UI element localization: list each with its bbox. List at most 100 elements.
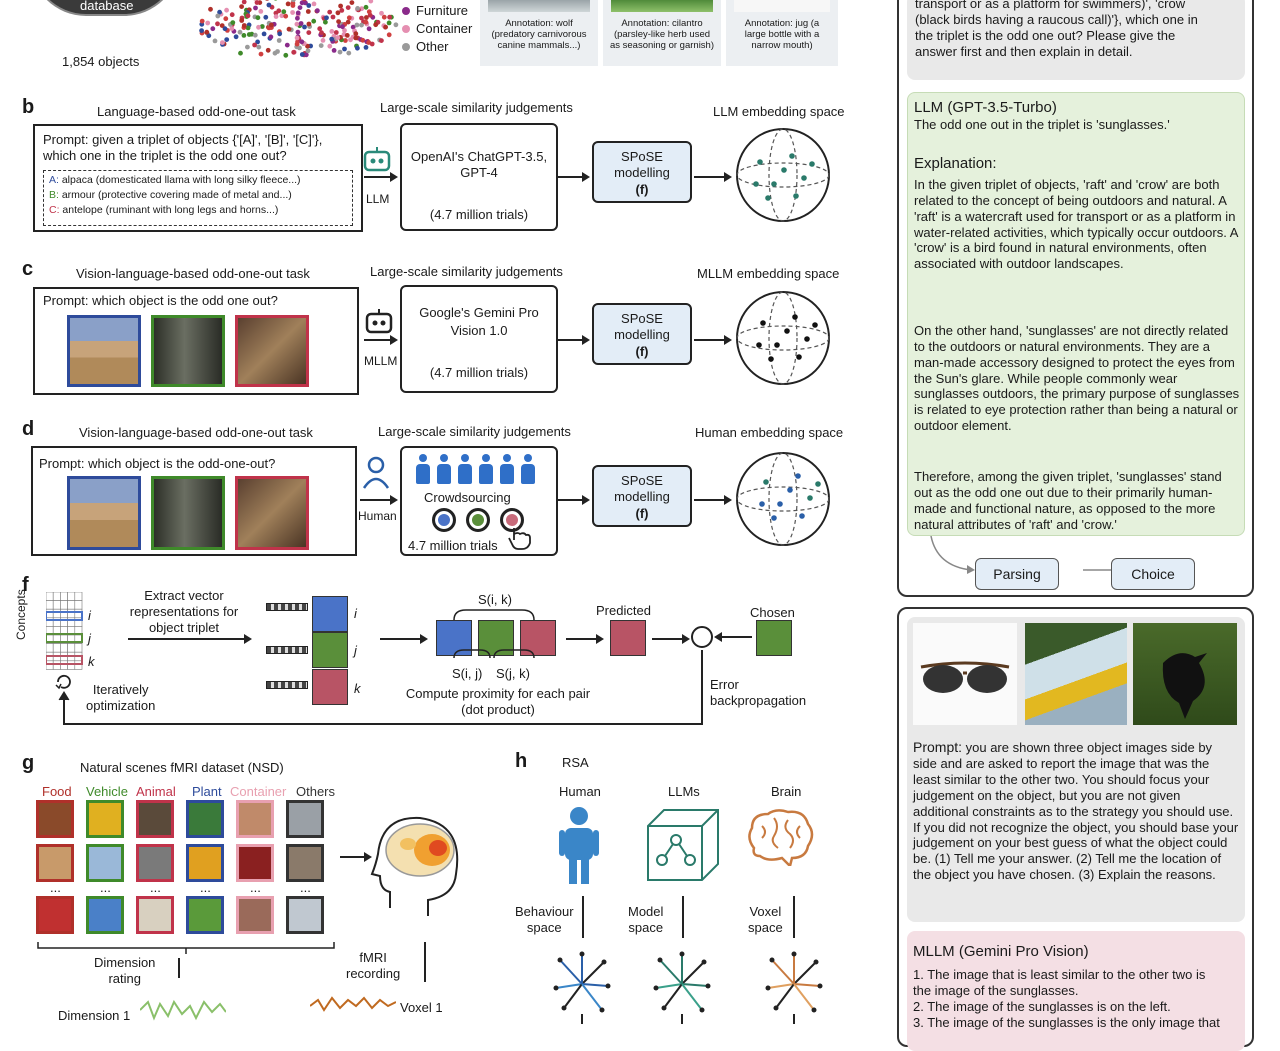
voxel-vectors — [764, 950, 824, 1024]
prompt-box-c: Prompt: which object is the odd one out? — [33, 287, 359, 395]
scatter-dot — [295, 42, 300, 47]
embedding-point — [804, 336, 810, 342]
scatter-dot — [379, 38, 384, 43]
cat-vehicle: Vehicle — [86, 784, 128, 799]
scatter-dot — [253, 6, 258, 11]
voxel1-label: Voxel 1 — [400, 1000, 443, 1016]
prompt-line2-b: which one in the triplet is the odd one … — [43, 148, 287, 164]
mllm-line1: 1. The image that is least similar to th… — [913, 967, 1205, 983]
nsd-thumbnail — [286, 844, 324, 882]
scatter-dot — [290, 10, 295, 15]
scatter-dot — [230, 12, 235, 17]
arrow-fmri-down — [424, 942, 426, 982]
embedding-point — [801, 175, 807, 181]
arrow-h3 — [793, 896, 795, 938]
scatter-dot — [355, 6, 360, 11]
question-card: transport or as a platform for swimmers)… — [907, 0, 1245, 80]
arrow-c1 — [364, 339, 396, 341]
grid-bracket — [36, 940, 336, 954]
mllm-prompt: Prompt: you are shown three object image… — [913, 739, 1239, 883]
crowd-people — [416, 454, 546, 486]
judge-line2-c: Vision 1.0 — [408, 323, 550, 339]
scatter-dot — [200, 19, 205, 24]
human-figure-icon — [556, 806, 602, 886]
vector-line — [682, 962, 704, 984]
arrow-b2 — [558, 176, 588, 178]
scatter-dot — [329, 37, 334, 42]
scatter-dot — [265, 0, 270, 1]
judgement-box-c: Google's Gemini Pro Vision 1.0 (4.7 mill… — [400, 285, 558, 393]
vector-line — [564, 984, 582, 1008]
legend-item-furniture: Furniture — [402, 2, 472, 20]
scatter-dot — [300, 52, 305, 57]
feedback-loop — [58, 648, 708, 728]
scatter-dot — [331, 15, 336, 20]
scatter-dot — [387, 15, 392, 20]
embedding-point — [793, 193, 799, 199]
embedding-point — [759, 501, 765, 507]
armour-image — [151, 476, 225, 550]
scatter-dot — [296, 30, 301, 35]
scatter-dot — [329, 29, 334, 34]
label-i: i — [88, 608, 91, 624]
scatter-dot — [238, 30, 243, 35]
scatter-dot — [247, 32, 252, 37]
scatter-dot — [367, 9, 372, 14]
arrow-f4 — [652, 638, 688, 640]
armour-image — [151, 315, 225, 387]
objects-count: 1,854 objects — [62, 54, 139, 70]
scatter-dot — [319, 30, 324, 35]
model-vectors — [652, 950, 712, 1024]
vector-line — [556, 984, 582, 988]
mllm-example-frame: Prompt: you are shown three object image… — [897, 607, 1254, 1047]
label-i2: i — [354, 606, 357, 622]
explanation-title: Explanation: — [914, 155, 997, 173]
scatter-dot — [234, 34, 239, 39]
trials-c: (4.7 million trials) — [408, 365, 550, 381]
scatter-dot — [245, 45, 250, 50]
cilantro-image — [611, 0, 713, 12]
scatter-dot — [255, 0, 260, 5]
crow-icon — [1133, 623, 1237, 725]
ellipsis: ... — [50, 880, 61, 896]
judge-line1-b: OpenAI's ChatGPT-3.5, — [408, 149, 550, 165]
annotation-card-jug: Annotation: jug (a large bottle with a n… — [726, 0, 838, 66]
trials-d: 4.7 million trials — [408, 538, 498, 554]
scatter-dot — [336, 19, 341, 24]
legend-dot-icon — [402, 25, 410, 33]
option-b: B: armour (protective covering made of m… — [49, 188, 347, 203]
embedding-point — [795, 473, 801, 479]
scatter-dot — [339, 8, 344, 13]
scatter-dot — [338, 50, 343, 55]
crow-image — [1133, 623, 1237, 725]
s-ik: S(i, k) — [478, 592, 512, 608]
scatter-dot — [224, 37, 229, 42]
embedding-point — [809, 161, 815, 167]
cat-food: Food — [42, 784, 72, 799]
panel-letter-b: b — [22, 96, 34, 119]
scatter-dot — [267, 3, 272, 8]
cat-container: Container — [230, 784, 286, 799]
arrow-f2 — [380, 638, 426, 640]
ellipsis: ... — [200, 880, 211, 896]
arrow-f5 — [716, 636, 752, 638]
task-title-b: Language-based odd-one-out task — [97, 104, 296, 120]
brain-icon — [744, 808, 816, 866]
vector-line — [582, 984, 608, 986]
scatter-dot — [364, 5, 369, 10]
space-title-d: Human embedding space — [695, 425, 843, 441]
scatter-dot — [353, 36, 358, 41]
dimension-rating: Dimension rating — [94, 955, 155, 987]
scatter-dot — [275, 49, 280, 54]
scatter-dot — [306, 30, 311, 35]
embedding-point — [796, 354, 802, 360]
mllm-line3: 2. The image of the sunglasses is on the… — [913, 999, 1171, 1015]
robot-icon — [361, 146, 393, 176]
space-title-b: LLM embedding space — [713, 104, 845, 120]
panel-letter-c: c — [22, 258, 33, 281]
nsd-thumbnail — [286, 896, 324, 934]
annotation-wolf: Annotation: wolf (predatory carnivorous … — [484, 19, 594, 52]
scatter-dot — [319, 43, 324, 48]
embedding-point — [774, 342, 780, 348]
vector-line — [664, 984, 682, 1008]
